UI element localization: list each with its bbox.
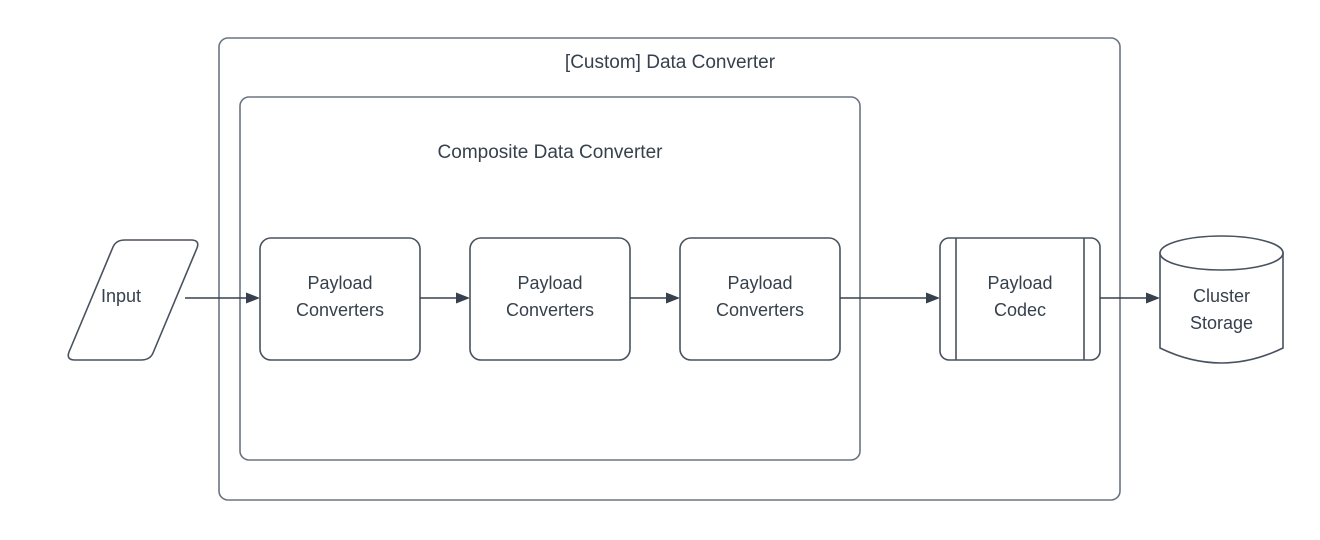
node-payload-converters-3[interactable]: Payload Converters	[679, 237, 841, 361]
payload-converters-3-label-line1: Payload	[727, 273, 792, 293]
payload-converters-2-label-line2: Converters	[506, 300, 594, 320]
input-parallelogram-shape[interactable]	[67, 239, 199, 361]
payload-converters-1-label-line2: Converters	[296, 300, 384, 320]
cluster-storage-cylinder-body[interactable]	[1159, 252, 1284, 364]
arrow-head-converters3-payloadcodec	[926, 292, 940, 304]
edge-payload-codec-to-cluster-storage	[1100, 292, 1160, 304]
node-input[interactable]: Input	[67, 239, 199, 361]
node-cluster-storage[interactable]: Cluster Storage	[1159, 235, 1284, 364]
payload-codec-box[interactable]	[939, 237, 1101, 361]
payload-converters-3-label-line2: Converters	[716, 300, 804, 320]
edge-converters-2-to-converters-3	[630, 292, 680, 304]
payload-converters-2-box[interactable]	[469, 237, 631, 361]
edge-converters-3-to-payload-codec	[840, 292, 940, 304]
payload-converters-3-box[interactable]	[679, 237, 841, 361]
arrow-head-converters2-converters3	[666, 292, 680, 304]
payload-converters-2-label-line1: Payload	[517, 273, 582, 293]
node-payload-converters-1[interactable]: Payload Converters	[259, 237, 421, 361]
payload-codec-label-line2: Codec	[994, 300, 1046, 320]
cluster-storage-cylinder-top	[1159, 235, 1284, 271]
payload-converters-1-box[interactable]	[259, 237, 421, 361]
cluster-storage-label-line2: Storage	[1190, 313, 1253, 333]
edge-input-to-converters-1	[185, 292, 260, 304]
edge-converters-1-to-converters-2	[420, 292, 470, 304]
arrow-head-input-converters1	[246, 292, 260, 304]
input-label: Input	[101, 286, 141, 306]
arrow-head-converters1-converters2	[456, 292, 470, 304]
node-payload-codec[interactable]: Payload Codec	[939, 237, 1101, 361]
composite-data-converter-label: Composite Data Converter	[438, 142, 664, 163]
arrow-head-payloadcodec-clusterstorage	[1146, 292, 1160, 304]
payload-codec-label-line1: Payload	[987, 273, 1052, 293]
node-payload-converters-2[interactable]: Payload Converters	[469, 237, 631, 361]
custom-data-converter-label: [Custom] Data Converter	[565, 52, 776, 73]
payload-converters-1-label-line1: Payload	[307, 273, 372, 293]
cluster-storage-label-line1: Cluster	[1193, 286, 1250, 306]
